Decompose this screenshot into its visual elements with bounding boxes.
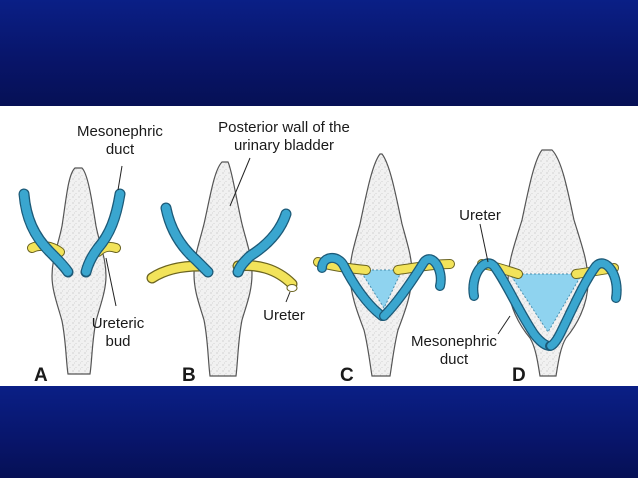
trigone-d [509,273,583,333]
top-blue-band [0,0,638,106]
panel-d: Ureter Mesonephric duct D [411,149,622,386]
leader-line-b-ureter [285,291,291,303]
panel-b: Posterior wall of the urinary bladder Ur… [146,119,350,386]
panel-letter-c: C [340,365,354,386]
label-ureter-d: Ureter [459,207,501,224]
label-mesonephric: Mesonephric [77,123,163,140]
bladder-shape-b [193,161,253,377]
label-duct: duct [106,141,135,158]
bladder-shape-c [349,153,413,377]
leader-line-a-bud [105,257,117,307]
label-posterior-wall: Posterior wall of the [218,119,350,136]
panel-letter-b: B [182,365,196,386]
panel-a: Mesonephric duct Ureteric bud A [18,123,163,386]
leader-line-d-duct [497,315,511,335]
panel-letter-a: A [34,365,48,386]
panel-letter-d: D [512,365,526,386]
leader-line-a-duct [117,165,123,191]
bladder-shape-a [51,167,107,375]
panel-c: C [313,153,455,386]
label-duct-d: duct [440,351,469,368]
leader-line-d-ureter [479,223,489,263]
label-ureteric: Ureteric [92,315,145,332]
diagram-panel: Mesonephric duct Ureteric bud A Posterio… [0,106,638,386]
bottom-blue-band [0,386,638,478]
label-urinary-bladder: urinary bladder [234,137,334,154]
bladder-development-diagram: Mesonephric duct Ureteric bud A Posterio… [18,119,622,386]
label-ureter-b: Ureter [263,307,305,324]
label-bud: bud [105,333,130,350]
label-mesonephric-d: Mesonephric [411,333,497,350]
trigone-c [359,269,403,310]
leader-line-b-wall [229,157,251,207]
